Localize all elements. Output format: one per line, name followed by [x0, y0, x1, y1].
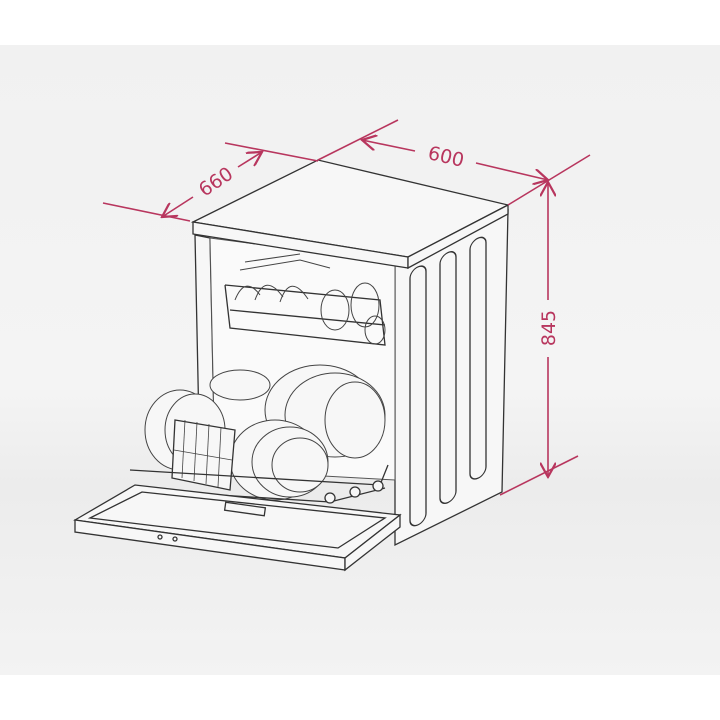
dishwasher-body [73, 159, 510, 572]
depth-extension-line [102, 202, 191, 222]
lower-rack [129, 364, 389, 504]
depth-label: 660 [195, 163, 237, 202]
depth-extension-line [224, 142, 319, 162]
width-extension-line [507, 154, 591, 206]
width-extension-line [317, 119, 399, 161]
height-extension-line [499, 455, 579, 496]
upper-rack [224, 253, 386, 346]
width-label: 600 [426, 142, 466, 172]
height-label: 845 [538, 310, 560, 346]
side-ribs [409, 236, 487, 527]
open-door [73, 484, 402, 572]
